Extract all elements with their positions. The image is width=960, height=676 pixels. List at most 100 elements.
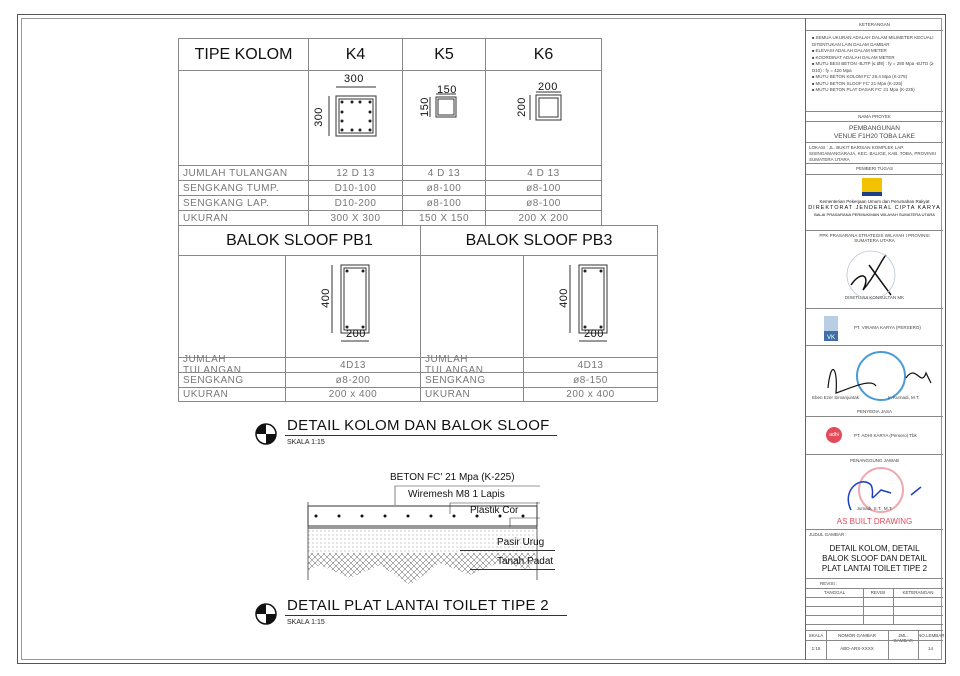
foot-header: NOMOR GAMBAR — [837, 633, 876, 638]
title-underline — [285, 435, 557, 436]
detail-plat-scale: SKALA 1:15 — [287, 619, 325, 626]
table-cell: 200 X 200 — [485, 210, 602, 226]
pb1-section: 400 200 — [285, 255, 421, 358]
note-item: KOORDINAT ADALAH DALAM METER — [812, 55, 940, 62]
as-built-stamp: AS BUILT DRAWING — [836, 517, 913, 526]
lokasi-text: LOKASI : JL. BUKIT BARISAN KOMPLEK LAP. … — [809, 145, 936, 162]
k6-height: 200 — [515, 97, 528, 117]
title-underline — [285, 615, 567, 616]
k5-height: 150 — [418, 97, 431, 117]
k4-section-drawing — [328, 86, 377, 137]
table-cell: ø8-150 — [523, 372, 658, 388]
pj-name: Jumadi, S.T., M.T. — [856, 506, 893, 511]
foot-header: SKALA — [808, 633, 824, 638]
table-cell: D10-200 — [308, 195, 403, 211]
pb3-section-drawing — [569, 264, 608, 342]
row-label: UKURAN — [178, 210, 309, 226]
pupr-logo — [862, 178, 882, 196]
row-label: UKURAN — [178, 387, 286, 402]
detail-plat-title: DETAIL PLAT LANTAI TOILET TIPE 2 — [287, 597, 549, 614]
vk-logo: VK — [824, 316, 838, 341]
signature-ppk — [846, 250, 896, 300]
pemberi-tugas-heading: PEMBERI TUGAS — [856, 166, 893, 171]
note-beton: BETON FC' 21 Mpa (K-225) — [390, 472, 515, 483]
column-type-k4: K4 — [308, 38, 403, 71]
k5-section: 150 150 — [402, 70, 486, 166]
leader-line — [470, 569, 555, 570]
rev-header: TANGGAL — [823, 590, 846, 595]
empty-cell — [178, 255, 286, 358]
disetujui-text: DISETUJUI KONSULTAN MK — [844, 295, 905, 300]
column-type-header: TIPE KOLOM — [178, 38, 309, 71]
penanggung-jawab-heading: PENANGGUNG JAWAB — [850, 458, 899, 463]
table-cell: D10-100 — [308, 180, 403, 196]
mk-stamp-signatures — [827, 351, 932, 401]
title-block: KETERANGAN SEMUA UKURAN ADALAH DALAM MIL… — [805, 18, 945, 660]
sloof-pb3-header: BALOK SLOOF PB3 — [420, 225, 658, 256]
column-type-k5: K5 — [402, 38, 486, 71]
row-label: JUMLAH TULANGAN — [420, 354, 524, 376]
plat-lantai-section-drawing — [307, 485, 540, 585]
note-item: SEMUA UKURAN ADALAH DALAM MILIMETER KECU… — [812, 35, 940, 48]
table-cell: ø8-200 — [285, 372, 421, 388]
column-type-k6: K6 — [485, 38, 602, 71]
balai-name: BALAI PRASARANA PERMUKIMAN WILAYAH SUMAT… — [814, 212, 935, 217]
table-cell: 300 X 300 — [308, 210, 403, 226]
row-label: SENGKANG TUMP. — [178, 180, 309, 196]
drawing-number: ABD-ARS-XXXX — [840, 646, 874, 651]
rev-header: REVISI — [870, 590, 886, 595]
pb3-section: 400 200 — [523, 255, 658, 358]
k4-width: 300 — [344, 73, 364, 85]
table-cell: ø8-100 — [402, 180, 486, 196]
mk-company: PT. VIRAMA KARYA (PERSERO) — [854, 325, 921, 330]
note-item: MUTU BETON PLAT DASAR FC' 21 Mpa (K-225) — [812, 87, 940, 94]
table-cell: 4 D 13 — [485, 165, 602, 181]
row-label: UKURAN — [420, 387, 524, 402]
kontraktor-name: PT. ADHI KARYA (Persero) Tbk — [854, 433, 917, 438]
table-cell: ø8-100 — [402, 195, 486, 211]
table-cell: 4D13 — [523, 357, 658, 373]
row-label: JUMLAH TULANGAN — [178, 165, 309, 181]
note-wiremesh: Wiremesh M8 1 Lapis — [408, 489, 505, 500]
sheet-frame — [17, 14, 946, 664]
table-cell: ø8-100 — [485, 180, 602, 196]
note-item: MUTU BESI BETON -BJTP (≤ Ø8) : fy = 280 … — [812, 61, 940, 74]
ppk-text: PPK PRASARANA STRATEGIS WILAYAH I PROVIN… — [819, 233, 930, 243]
sheet-inner-frame — [21, 18, 942, 660]
table-cell: ø8-100 — [485, 195, 602, 211]
project-line: VENUE F1H20 TOBA LAKE — [833, 133, 916, 140]
drawing-title-line: DETAIL KOLOM, DETAIL — [829, 544, 920, 553]
table-cell: 150 X 150 — [402, 210, 486, 226]
note-pasir-urug: Pasir Urug — [497, 537, 545, 548]
nama-proyek-heading: NAMA PROYEK — [858, 114, 891, 119]
detail-kolom-scale: SKALA 1:15 — [287, 439, 325, 446]
note-plastik-cor: Plastik Cor — [470, 505, 519, 516]
sloof-pb1-header: BALOK SLOOF PB1 — [178, 225, 421, 256]
revisi-label: REVISI : — [820, 581, 838, 586]
signer-name: Ir. Kurnadi, M.T. — [888, 395, 920, 400]
directorate-name: DIREKTORAT JENDERAL CIPTA KARYA — [808, 205, 941, 211]
k6-section: 200 200 — [485, 70, 602, 166]
k6-section-drawing — [529, 91, 562, 121]
pj-stamp-signature — [847, 467, 922, 513]
ministry-name: Kementerian Pekerjaan Umum dan Perumahan… — [819, 199, 930, 204]
empty-cell — [420, 255, 524, 358]
penyedia-heading: PENYEDIA JASA — [856, 409, 892, 414]
judul-label: JUDUL GAMBAR : — [809, 532, 847, 537]
empty-cell — [178, 70, 309, 166]
detail-kolom-title: DETAIL KOLOM DAN BALOK SLOOF — [287, 417, 550, 434]
pb3-height: 400 — [557, 288, 570, 308]
note-tanah-padat: Tanah Padat — [497, 556, 554, 567]
rev-header: KETERANGAN — [902, 590, 934, 595]
k4-section: 300 300 — [308, 70, 403, 166]
table-cell: 4 D 13 — [402, 165, 486, 181]
keterangan-heading: KETERANGAN — [858, 22, 890, 27]
row-label: JUMLAH TULANGAN — [178, 354, 286, 376]
table-cell: 200 x 400 — [285, 387, 421, 402]
foot-header: JML. GAMBAR — [893, 633, 913, 643]
k6-width: 200 — [538, 81, 558, 93]
section-marker-icon — [255, 423, 277, 445]
pb1-section-drawing — [331, 264, 370, 342]
k4-height: 300 — [312, 107, 325, 127]
drawing-title-line: BALOK SLOOF DAN DETAIL — [822, 554, 927, 563]
